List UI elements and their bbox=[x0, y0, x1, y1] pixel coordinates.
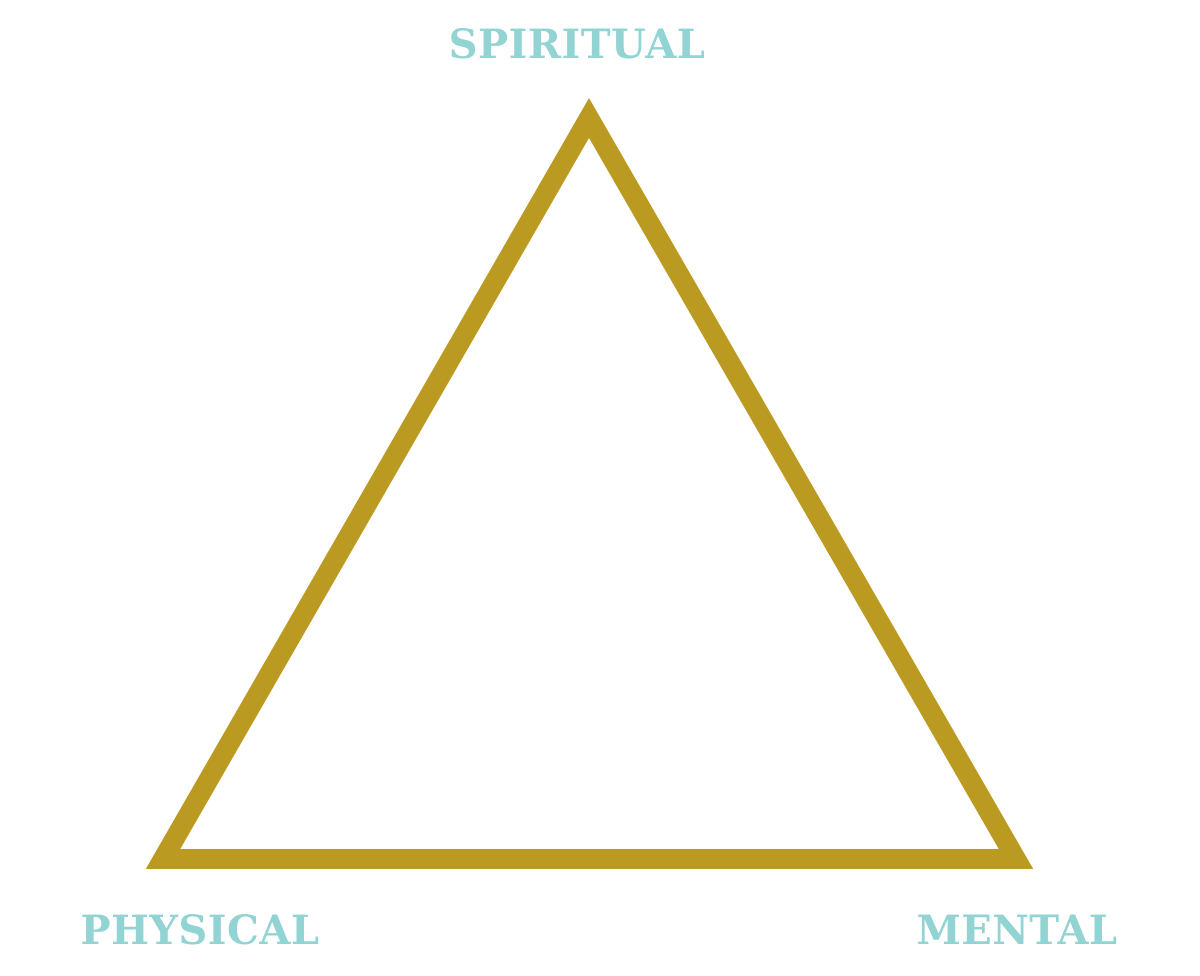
label-mental: MENTAL bbox=[916, 907, 1118, 954]
label-physical: PHYSICAL bbox=[80, 907, 320, 954]
label-spiritual: SPIRITUAL bbox=[448, 21, 706, 68]
triangle-shape bbox=[145, 97, 1034, 869]
